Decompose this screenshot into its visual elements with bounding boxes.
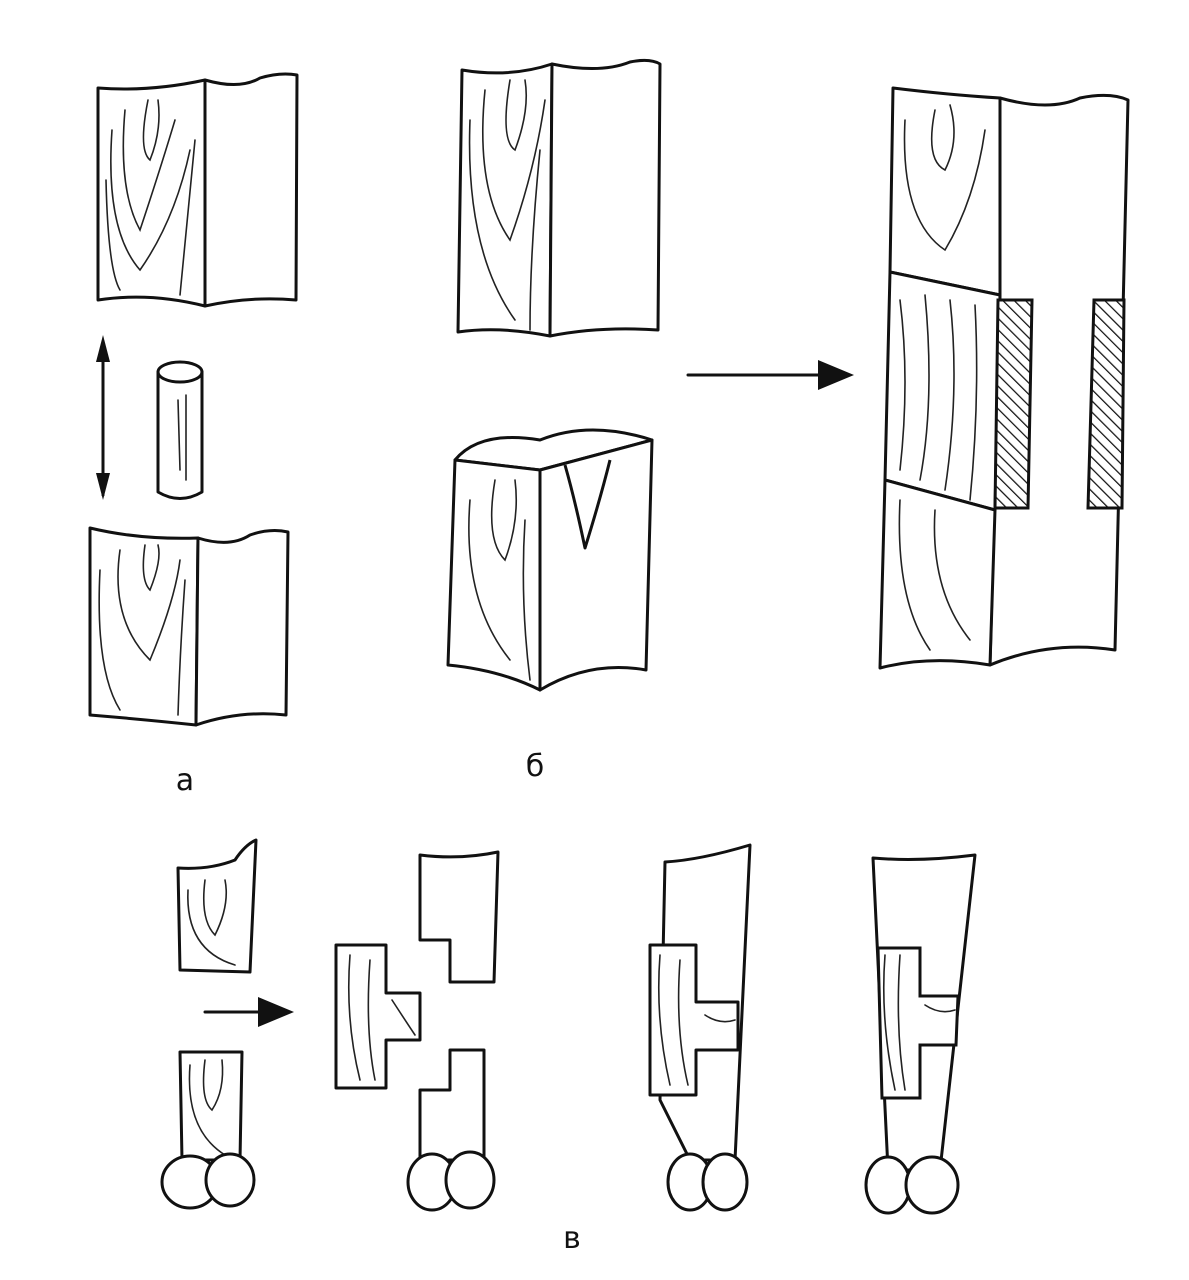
panel-c: в: [160, 838, 977, 1256]
dowel-pin: [156, 360, 204, 500]
panel-b-upper-log: [456, 58, 662, 338]
panel-a-upper-log: [96, 72, 299, 308]
step4-pieces: [864, 853, 977, 1215]
label-b: б: [526, 749, 545, 784]
tenon-section-right: [1086, 298, 1126, 510]
step2-pieces: [334, 850, 500, 1212]
label-a: а: [176, 763, 194, 798]
joined-post: [878, 86, 1130, 670]
step1-pieces: [160, 838, 294, 1210]
panel-a-lower-log: [88, 526, 290, 727]
vertical-double-arrow: [96, 335, 110, 500]
panel-b-lower-log: [446, 428, 654, 692]
tenon-section-left: [993, 298, 1034, 510]
panel-b: б: [446, 58, 854, 784]
panel-a: а: [88, 72, 299, 798]
label-v: в: [563, 1221, 581, 1256]
step3-pieces: [648, 843, 752, 1212]
